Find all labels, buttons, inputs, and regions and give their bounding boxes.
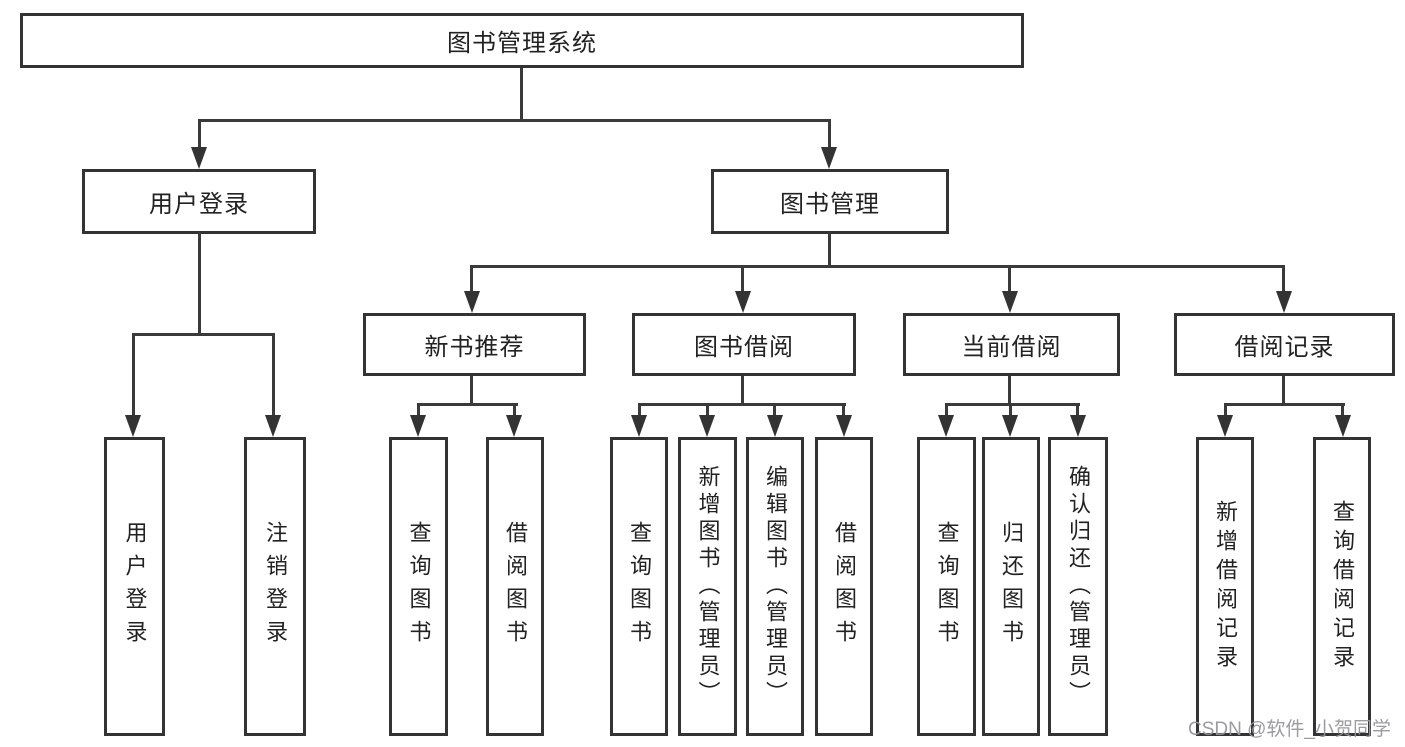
edge-newbook-drop-2 <box>513 403 516 417</box>
edge-borrowing-stem <box>741 376 744 406</box>
leaf-return-book-label: 归还图书 <box>999 520 1024 653</box>
node-user-login-label: 用户登录 <box>149 191 249 218</box>
node-borrow-records-label: 借阅记录 <box>1234 334 1335 361</box>
leaf-logout: 注销登录 <box>244 437 306 736</box>
arrow-down-icon <box>1002 291 1018 313</box>
node-library-system: 图书管理系统 <box>20 13 1024 68</box>
edge-newbook-drop-1 <box>417 403 420 417</box>
edge-root-drop-left <box>198 119 201 150</box>
node-new-book-recommend-label: 新书推荐 <box>424 334 525 361</box>
leaf-edit-book-admin: 编辑图书（管理员） <box>746 437 804 736</box>
leaf-query-borrow-record: 查询借阅记录 <box>1313 437 1371 736</box>
edge-login-stem <box>198 232 201 336</box>
leaf-query-books-current-label: 查询图书 <box>934 520 960 653</box>
leaf-user-login: 用户登录 <box>104 437 165 736</box>
leaf-user-login-label: 用户登录 <box>122 520 148 653</box>
arrow-down-icon <box>191 147 207 169</box>
edge-current-rail <box>945 403 1080 406</box>
node-current-borrowing: 当前借阅 <box>903 313 1120 376</box>
edge-mgmt-drop-3 <box>1008 265 1011 293</box>
leaf-return-book: 归还图书 <box>982 437 1040 736</box>
node-library-system-label: 图书管理系统 <box>447 30 597 57</box>
edge-root-stem <box>520 68 523 121</box>
arrow-down-icon <box>410 415 426 437</box>
node-current-borrowing-label: 当前借阅 <box>961 334 1062 361</box>
arrow-down-icon <box>1002 415 1018 437</box>
leaf-borrow-books-newbook-label: 借阅图书 <box>503 520 528 653</box>
edge-current-drop-2 <box>1009 403 1012 417</box>
edge-login-drop-1 <box>132 333 135 417</box>
edge-records-drop-1 <box>1224 403 1227 417</box>
edge-borrowing-drop-4 <box>842 403 845 417</box>
leaf-borrow-books-borrowing-label: 借阅图书 <box>832 520 857 653</box>
arrow-down-icon <box>464 291 480 313</box>
edge-mgmt-drop-4 <box>1282 265 1285 293</box>
node-book-borrowing: 图书借阅 <box>632 313 856 376</box>
leaf-query-books-newbook-label: 查询图书 <box>406 520 432 653</box>
edge-current-drop-1 <box>945 403 948 417</box>
edge-borrowing-drop-3 <box>773 403 776 417</box>
leaf-query-books-current: 查询图书 <box>917 437 976 736</box>
edge-records-rail <box>1224 403 1345 406</box>
arrow-down-icon <box>938 415 954 437</box>
edge-records-drop-2 <box>1341 403 1344 417</box>
edge-records-stem <box>1282 376 1285 406</box>
leaf-borrow-books-borrowing: 借阅图书 <box>815 437 873 736</box>
edge-root-rail <box>198 119 831 122</box>
arrow-down-icon <box>767 415 783 437</box>
node-user-login: 用户登录 <box>82 169 316 234</box>
leaf-query-books-newbook: 查询图书 <box>389 437 448 736</box>
node-borrow-records: 借阅记录 <box>1174 313 1395 376</box>
arrow-down-icon <box>125 415 141 437</box>
leaf-confirm-return-admin-label: 确认归还（管理员） <box>1066 465 1091 708</box>
leaf-confirm-return-admin: 确认归还（管理员） <box>1048 437 1108 736</box>
edge-mgmt-stem <box>828 232 831 268</box>
leaf-add-book-admin-label: 新增图书（管理员） <box>695 465 721 708</box>
node-book-management-label: 图书管理 <box>780 191 880 218</box>
arrow-down-icon <box>631 415 647 437</box>
edge-current-stem <box>1008 376 1011 406</box>
edge-mgmt-drop-2 <box>741 265 744 293</box>
edge-borrowing-drop-1 <box>638 403 641 417</box>
edge-mgmt-rail <box>470 265 1285 268</box>
leaf-add-borrow-record: 新增借阅记录 <box>1196 437 1254 736</box>
arrow-down-icon <box>1217 415 1233 437</box>
node-book-management: 图书管理 <box>711 169 949 234</box>
leaf-query-books-borrowing: 查询图书 <box>610 437 668 736</box>
node-new-book-recommend: 新书推荐 <box>363 313 586 376</box>
leaf-borrow-books-newbook: 借阅图书 <box>486 437 544 736</box>
node-book-borrowing-label: 图书借阅 <box>694 334 794 361</box>
arrow-down-icon <box>735 291 751 313</box>
arrow-down-icon <box>1276 291 1292 313</box>
edge-borrowing-rail <box>638 403 846 406</box>
edge-login-rail <box>132 333 275 336</box>
arrow-down-icon <box>836 415 852 437</box>
leaf-query-books-borrowing-label: 查询图书 <box>627 520 652 653</box>
edge-borrowing-drop-2 <box>706 403 709 417</box>
csdn-watermark: CSDN @软件_小贺同学 <box>1188 719 1391 740</box>
arrow-down-icon <box>265 415 281 437</box>
arrow-down-icon <box>1070 415 1086 437</box>
leaf-edit-book-admin-label: 编辑图书（管理员） <box>763 465 788 708</box>
edge-current-drop-3 <box>1076 403 1079 417</box>
leaf-add-book-admin: 新增图书（管理员） <box>678 437 737 736</box>
leaf-query-borrow-record-label: 查询借阅记录 <box>1330 499 1355 674</box>
edge-root-drop-right <box>828 119 831 150</box>
arrow-down-icon <box>699 415 715 437</box>
leaf-logout-label: 注销登录 <box>263 520 288 653</box>
edge-newbook-stem <box>470 376 473 406</box>
arrow-down-icon <box>1335 415 1351 437</box>
edge-newbook-rail <box>417 403 518 406</box>
edge-mgmt-drop-1 <box>470 265 473 293</box>
arrow-down-icon <box>506 415 522 437</box>
arrow-down-icon <box>821 147 837 169</box>
leaf-add-borrow-record-label: 新增借阅记录 <box>1213 499 1238 674</box>
edge-login-drop-2 <box>272 333 275 417</box>
